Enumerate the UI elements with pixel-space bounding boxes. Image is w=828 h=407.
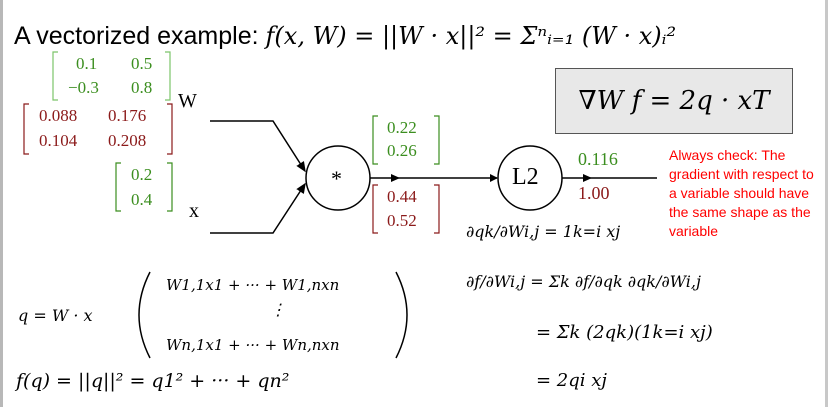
l2-node-label: L2 [512, 164, 539, 190]
eq-df-dw-3: = 2qi xj [536, 370, 607, 391]
w-grad-11: 0.1 [76, 54, 98, 73]
slide-title: A vectorized example: f(x, W) = ||W · x|… [14, 22, 676, 51]
w-grad-22: 0.8 [131, 78, 153, 97]
slide-border-left [0, 0, 3, 407]
x-label: x [189, 200, 199, 222]
shape-check-note: Always check: The gradient with respect … [669, 147, 814, 239]
w-label: W [178, 90, 197, 112]
eq-q-rown: Wn,1x1 + ··· + Wn,nxn [166, 336, 340, 354]
eq-q-dots: ⋮ [270, 300, 286, 319]
eq-df-dw-1: ∂f/∂Wi,j = Σk ∂f/∂qk ∂qk/∂Wi,j [466, 272, 701, 291]
w-value-21: 0.104 [39, 131, 78, 150]
edge-x-to-mul [210, 182, 306, 234]
gradient-formula: ∇W f = 2q · xT [578, 86, 770, 116]
title-formula: f(x, W) = ||W · x||² = Σⁿᵢ₌₁ (W · x)ᵢ² [265, 22, 677, 50]
w-grad-21: −0.3 [68, 78, 99, 97]
edge-arrow-mid [391, 174, 400, 182]
q-grad-1: 0.44 [387, 187, 417, 206]
output-grad: 1.00 [578, 183, 610, 203]
q-value-1: 0.22 [387, 118, 417, 137]
edge-arrow-l2 [490, 174, 498, 182]
output-value: 0.116 [578, 149, 618, 169]
mul-node-label: * [331, 166, 342, 191]
q-value-brackets [372, 115, 440, 165]
w-value-brackets [23, 103, 173, 155]
eq-f-def: f(q) = ||q||² = q1² + ··· + qn² [16, 370, 290, 392]
eq-dq-dw: ∂qk/∂Wi,j = 1k=i xj [466, 222, 621, 241]
edge-w-to-mul [210, 120, 306, 173]
q-grad-brackets [372, 184, 440, 234]
mul-node [305, 145, 371, 211]
w-value-11: 0.088 [39, 106, 78, 125]
x-value-brackets [115, 162, 173, 212]
eq-q-row1: W1,1x1 + ··· + W1,nxn [166, 276, 340, 294]
edge-arrow-out [583, 174, 592, 182]
q-left-paren [138, 271, 151, 359]
slide-border-right [825, 0, 828, 407]
l2-node [497, 145, 563, 211]
gradient-formula-box: ∇W f = 2q · xT [555, 68, 793, 134]
w-grad-12: 0.5 [131, 54, 153, 73]
title-text: A vectorized example: [14, 22, 259, 50]
eq-q-def: q = W · x [18, 306, 93, 325]
q-value-2: 0.26 [387, 141, 417, 160]
x-value-1: 0.2 [131, 165, 153, 184]
w-value-22: 0.208 [108, 131, 147, 150]
q-right-paren [395, 271, 408, 359]
x-value-2: 0.4 [131, 190, 153, 209]
eq-df-dw-2: = Σk (2qk)(1k=i xj) [536, 322, 713, 343]
w-value-12: 0.176 [108, 106, 147, 125]
q-grad-2: 0.52 [387, 211, 417, 230]
w-grad-brackets [52, 51, 171, 101]
